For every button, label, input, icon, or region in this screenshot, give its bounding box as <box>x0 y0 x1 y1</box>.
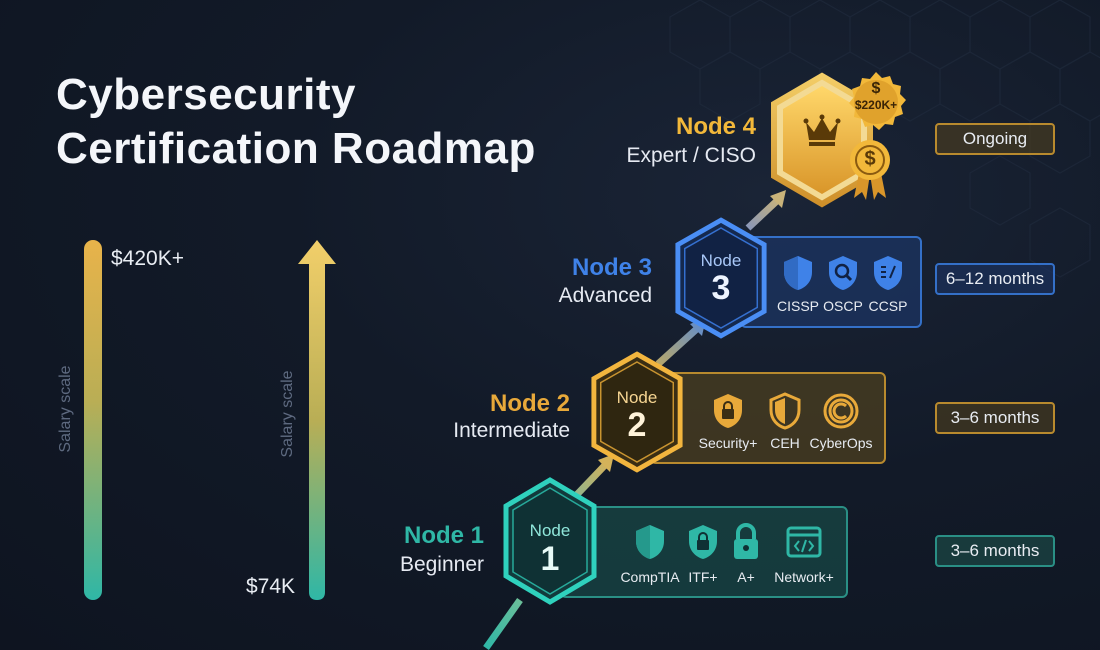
code-window-icon <box>784 520 824 564</box>
node-3-level: Advanced <box>558 284 652 307</box>
node-1-badge-label: Node <box>529 521 571 540</box>
cert-label-security-plus: Security+ <box>698 435 758 451</box>
node-3-badge-label: Node <box>700 251 742 270</box>
node-2-cert-panel <box>650 372 886 464</box>
node-2-name: Node 2 <box>489 390 570 417</box>
shield-icon <box>765 390 805 432</box>
shield-lock-icon <box>683 520 723 564</box>
node-2-level: Intermediate <box>453 419 570 442</box>
node-1-badge-number: 1 <box>540 540 560 578</box>
node-2-badge-number: 2 <box>627 406 647 444</box>
cert-label-cissp: CISSP <box>776 298 819 314</box>
medal-dollar-symbol: $ <box>864 148 876 170</box>
shield-search-icon <box>823 252 863 294</box>
shield-lock-icon <box>708 390 748 432</box>
page-title: Cybersecurity Certification Roadmap <box>56 68 536 176</box>
cert-label-ceh: CEH <box>770 435 800 451</box>
medal-icon <box>850 140 890 200</box>
reward-salary-value: $220K+ <box>854 98 898 112</box>
cert-label-ccsp: CCSP <box>868 298 908 314</box>
cert-label-comptia: CompTIA <box>620 569 680 585</box>
cert-label-a-plus: A+ <box>737 569 755 585</box>
node-1-level: Beginner <box>399 553 484 576</box>
cert-label-itf-plus: ITF+ <box>688 569 718 585</box>
node-2-badge-label: Node <box>616 388 658 407</box>
node-2-hex-badge <box>591 351 683 473</box>
node-4-level: Expert / CISO <box>626 144 756 167</box>
node-3-hex-badge <box>675 217 767 339</box>
salary-top-value: $420K+ <box>111 247 184 270</box>
node-3-name: Node 3 <box>571 254 652 281</box>
c-ring-icon <box>820 390 862 432</box>
node-4-duration-pill: Ongoing <box>935 123 1055 155</box>
node-1-hex-badge <box>503 477 597 605</box>
cert-label-cyberops: CyberOps <box>809 435 873 451</box>
cert-label-network-plus: Network+ <box>774 569 834 585</box>
title-line-2: Certification Roadmap <box>56 124 536 173</box>
shield-icon <box>778 252 818 294</box>
padlock-icon <box>728 520 764 564</box>
node-1-name: Node 1 <box>403 522 484 549</box>
shield-list-icon <box>868 252 908 294</box>
node-4-name: Node 4 <box>675 113 756 140</box>
salary-scale-bar-left <box>84 240 102 600</box>
node-3-badge-number: 3 <box>711 269 731 307</box>
salary-bottom-value: $74K <box>246 575 296 598</box>
node-2-duration-pill: 3–6 months <box>935 402 1055 434</box>
title-line-1: Cybersecurity <box>56 70 356 119</box>
salary-reward-badge <box>849 72 906 130</box>
crown-icon <box>802 112 842 152</box>
node-3-duration-pill: 6–12 months <box>935 263 1055 295</box>
shield-icon <box>630 520 670 564</box>
node-1-duration-pill: 3–6 months <box>935 535 1055 567</box>
reward-dollar-symbol: $ <box>871 80 881 97</box>
cert-label-oscp: OSCP <box>823 298 863 314</box>
salary-scale-arrow-right <box>298 240 336 600</box>
